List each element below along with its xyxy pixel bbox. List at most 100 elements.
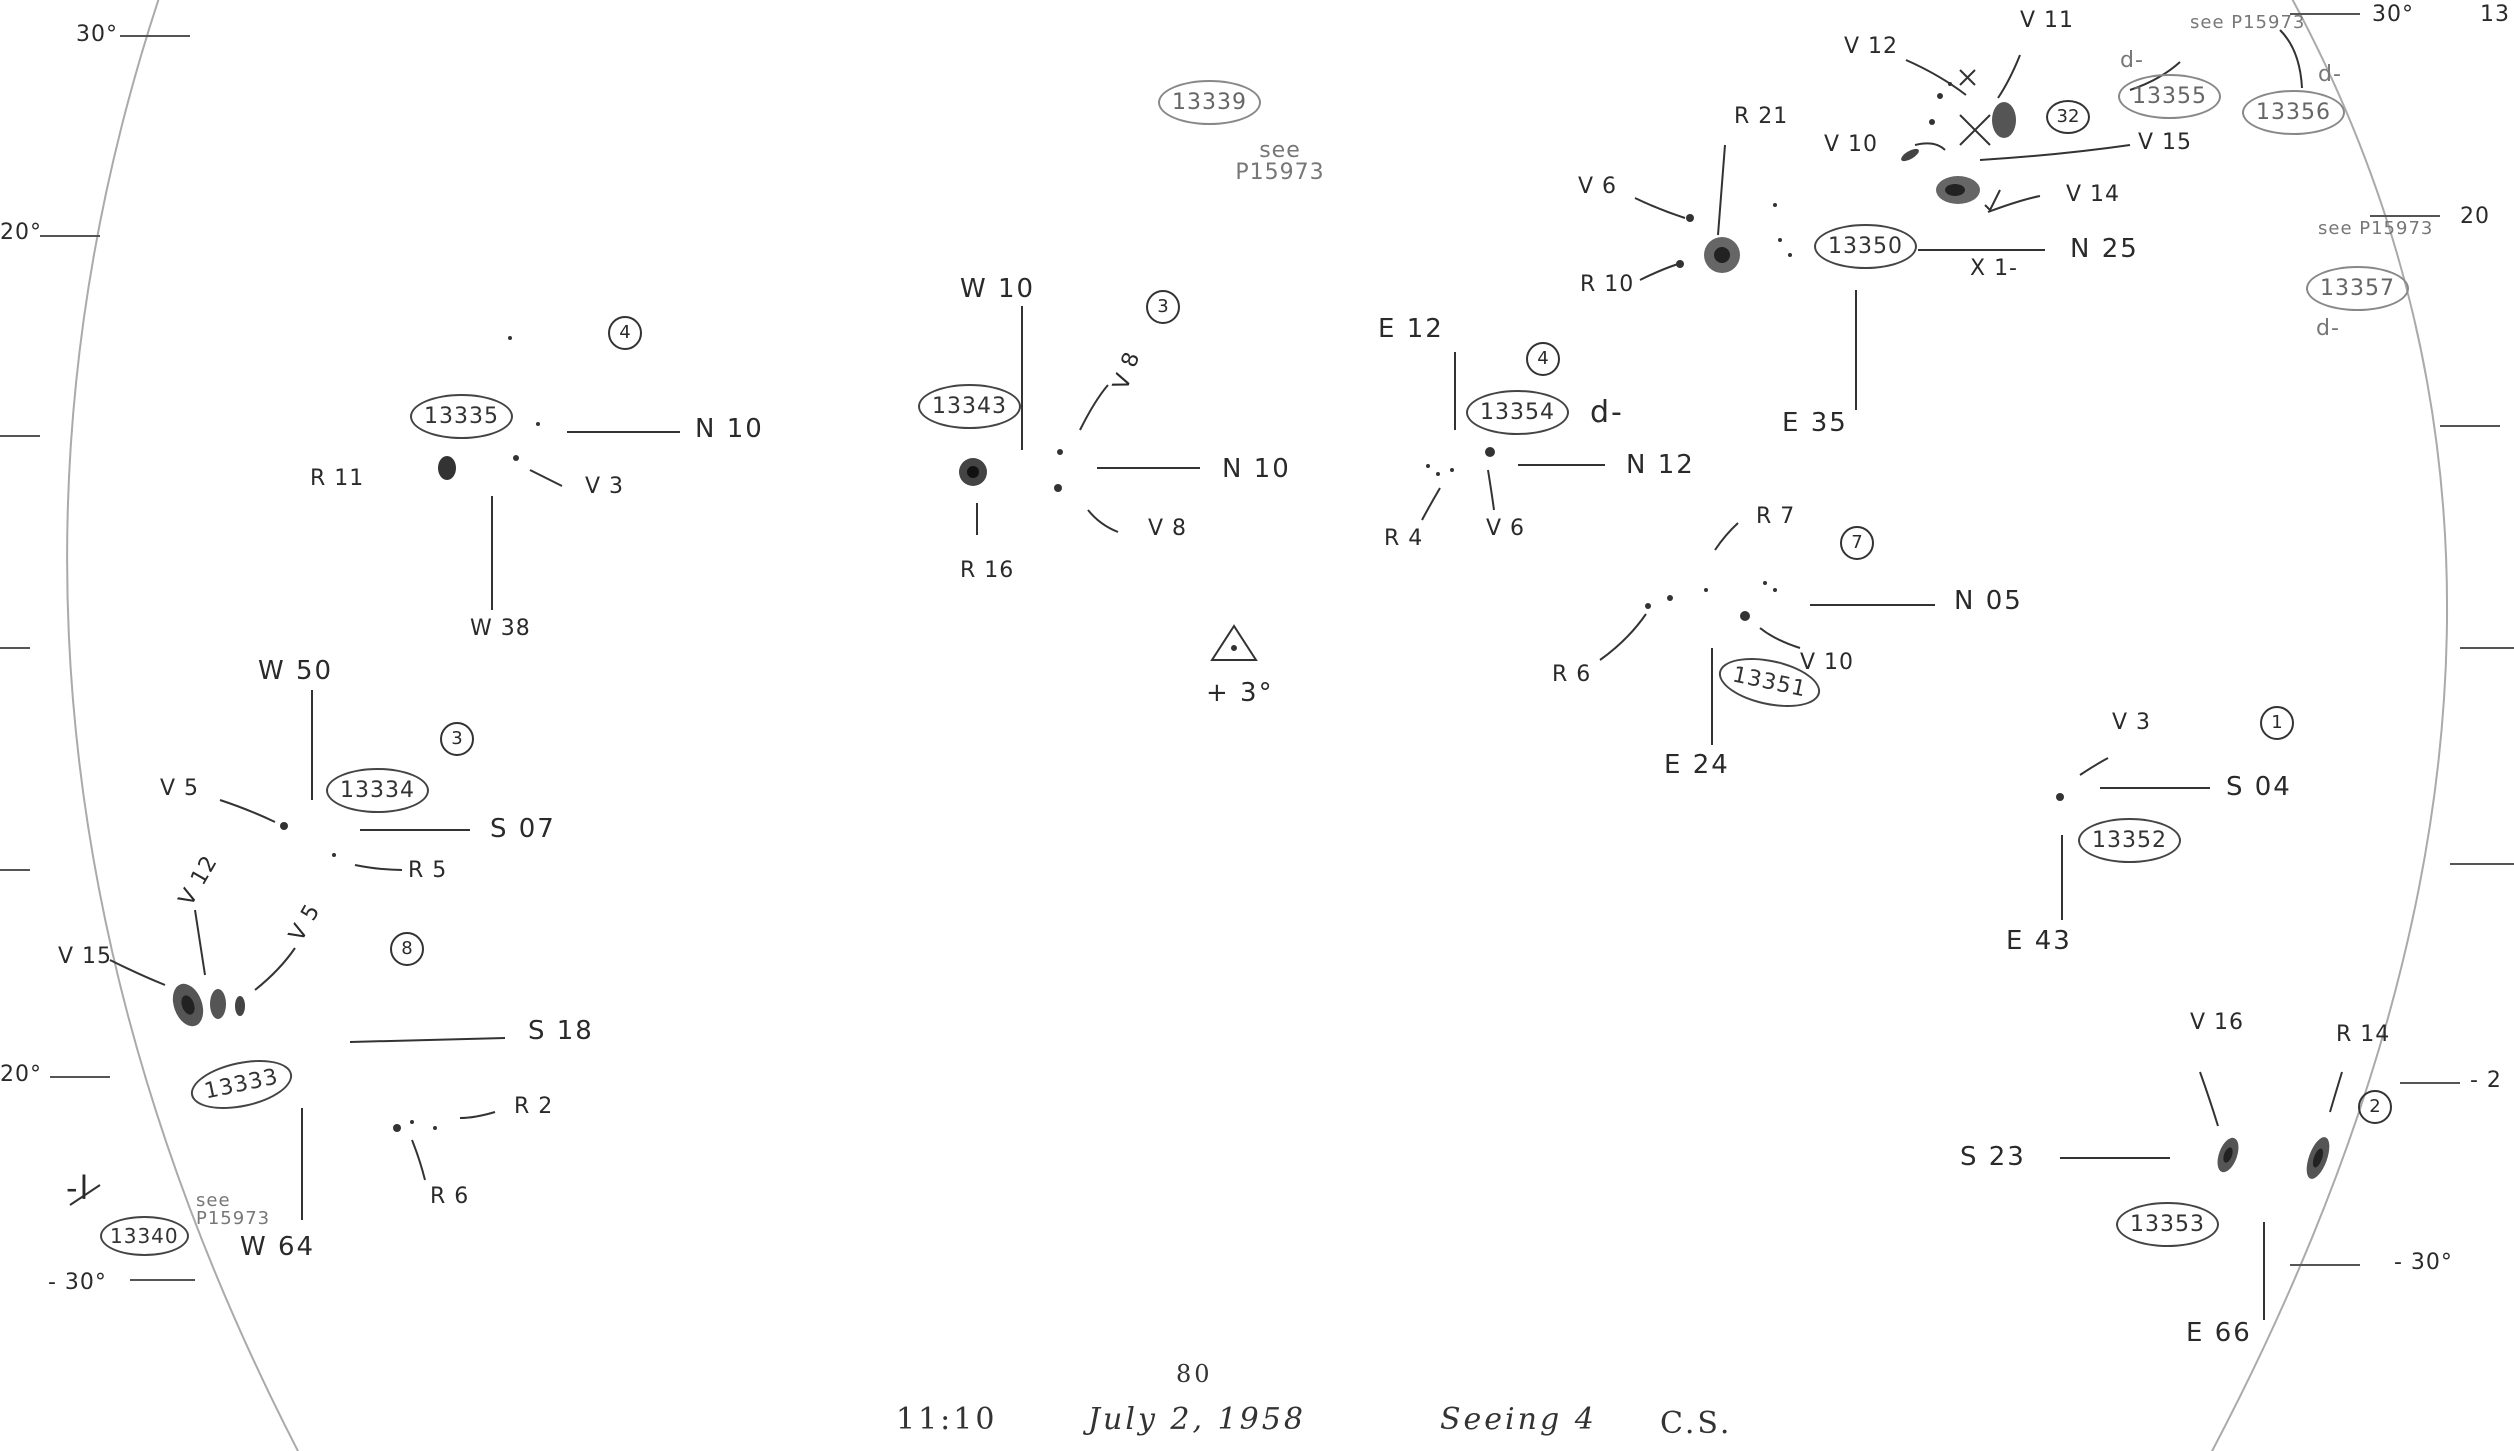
label-13351-v10: V 10	[1800, 650, 1855, 675]
spot-13335-main	[438, 456, 456, 480]
disk-limb-left	[66, 0, 300, 1451]
label-13343-v-lower: V 8	[1148, 516, 1188, 541]
label-13351-n: N 05	[1954, 586, 2023, 616]
label-13351-r6: R 6	[1552, 662, 1592, 687]
label-13350-v15: V 15	[2138, 130, 2193, 155]
group-13351-lines	[1599, 522, 1935, 745]
label-13350-x: X 1-	[1970, 256, 2018, 281]
label-13352-v3: V 3	[2112, 710, 2152, 735]
label-13352-e: E 43	[2006, 926, 2072, 956]
ref-13357: 13357	[2306, 266, 2409, 311]
group-13343-lines	[976, 306, 1200, 535]
spot-count-13350: 32	[2046, 100, 2090, 134]
label-13333-r2: R 2	[514, 1094, 554, 1119]
ref-13339-note: see P15973	[1235, 138, 1325, 185]
label-13334-v5: V 5	[160, 776, 200, 801]
region-13353: 13353	[2116, 1202, 2219, 1247]
label-13350-v12: V 12	[1844, 34, 1899, 59]
deg-left-top: 30°	[76, 22, 118, 47]
spot-13351	[1740, 611, 1750, 621]
label-13353-v16: V 16	[2190, 1010, 2245, 1035]
label-13333-s: S 18	[528, 1016, 594, 1046]
label-13333-r6: R 6	[430, 1184, 470, 1209]
label-13343-r: R 16	[960, 558, 1015, 583]
region-13350: 13350	[1814, 224, 1917, 269]
spot-count-13352: 1	[2260, 706, 2294, 740]
spot-count-13354: 4	[1526, 342, 1560, 376]
deg-right-low: - 2	[2470, 1068, 2502, 1093]
label-13335-v: V 3	[585, 474, 625, 499]
label-13350-n: N 25	[2070, 234, 2139, 264]
deg-left-low: 20°	[0, 1062, 42, 1087]
group-13354-lines	[1421, 352, 1605, 521]
spot-13350-v11	[1992, 102, 2016, 138]
footer-observer: C.S.	[1660, 1406, 1733, 1441]
label-13335-n: N 10	[695, 414, 764, 444]
label-13353-e: E 66	[2186, 1318, 2252, 1348]
deg-right-top: 30°	[2372, 2, 2414, 27]
label-13354-top: E 12	[1378, 314, 1444, 344]
group-13334-lines	[219, 690, 470, 871]
label-13334-r5: R 5	[408, 858, 448, 883]
label-13354-v: V 6	[1486, 516, 1526, 541]
label-13333-w: W 64	[240, 1232, 316, 1262]
label-13352-s: S 04	[2226, 772, 2292, 802]
center-marker	[1210, 624, 1258, 661]
ref-13357-note: see P15973	[2318, 218, 2434, 239]
center-mark-label: + 3°	[1206, 678, 1274, 708]
deg-corner: 13	[2480, 2, 2510, 27]
disk-limb-right	[2210, 0, 2449, 1451]
group-13350-lines	[1634, 29, 2303, 410]
label-13350-v10: V 10	[1824, 132, 1879, 157]
label-13334-s: S 07	[490, 814, 556, 844]
label-13353-r14: R 14	[2336, 1022, 2391, 1047]
left-ticks	[0, 35, 195, 1281]
region-13334: 13334	[326, 768, 429, 813]
label-13343-n: N 10	[1222, 454, 1291, 484]
region-13352: 13352	[2078, 818, 2181, 863]
label-13351-r7: R 7	[1756, 504, 1796, 529]
label-13353-s: S 23	[1960, 1142, 2026, 1172]
spot-count-13335: 4	[608, 316, 642, 350]
footer-date: July 2, 1958	[1088, 1402, 1306, 1437]
label-13354-r: R 4	[1384, 526, 1424, 551]
footer-time: 11:10	[896, 1402, 998, 1437]
label-13350-e: E 35	[1782, 408, 1848, 438]
spot-13334	[280, 822, 288, 830]
ref-13355: 13355	[2118, 74, 2221, 119]
spot-13352	[2056, 793, 2064, 801]
spot-count-13334: 3	[440, 722, 474, 756]
label-13350-r21: R 21	[1734, 104, 1789, 129]
group-13333-lines	[69, 909, 506, 1220]
ref-13339: 13339	[1158, 80, 1261, 125]
ref-13357-extra: d-	[2316, 316, 2340, 341]
label-13333-v15: V 15	[58, 944, 113, 969]
spot-13335-small	[513, 455, 519, 461]
group-13353-lines	[2060, 1071, 2343, 1320]
deg-left-bottom: - 30°	[48, 1270, 107, 1295]
ref-13340-extra: -l	[66, 1169, 91, 1207]
group-13335-lines	[491, 431, 680, 610]
label-13334-top: W 50	[258, 656, 334, 686]
ref-13340: 13340	[100, 1216, 189, 1256]
ref-13355-note: see P15973	[2190, 12, 2306, 33]
right-ticks	[2290, 13, 2514, 1266]
label-13350-v6: V 6	[1578, 174, 1618, 199]
label-13350-r10: R 10	[1580, 272, 1635, 297]
spot-count-13353: 2	[2358, 1090, 2392, 1124]
footer-date-superscript: 80	[1176, 1360, 1213, 1388]
label-13350-v14: V 14	[2066, 182, 2121, 207]
region-13335: 13335	[410, 394, 513, 439]
spot-13354	[1485, 447, 1495, 457]
spot-count-13333: 8	[390, 932, 424, 966]
ref-13355-extra: d-	[2120, 48, 2144, 73]
ref-13356-extra: d-	[2318, 62, 2342, 87]
spot-count-13343: 3	[1146, 290, 1180, 324]
ref-13340-note: see P15973	[196, 1190, 271, 1229]
footer-seeing: Seeing 4	[1440, 1402, 1597, 1437]
label-13335-w: W 38	[470, 616, 531, 641]
label-13343-top: W 10	[960, 274, 1036, 304]
label-13335-r: R 11	[310, 466, 365, 491]
deg-left-mid: 20°	[0, 220, 42, 245]
